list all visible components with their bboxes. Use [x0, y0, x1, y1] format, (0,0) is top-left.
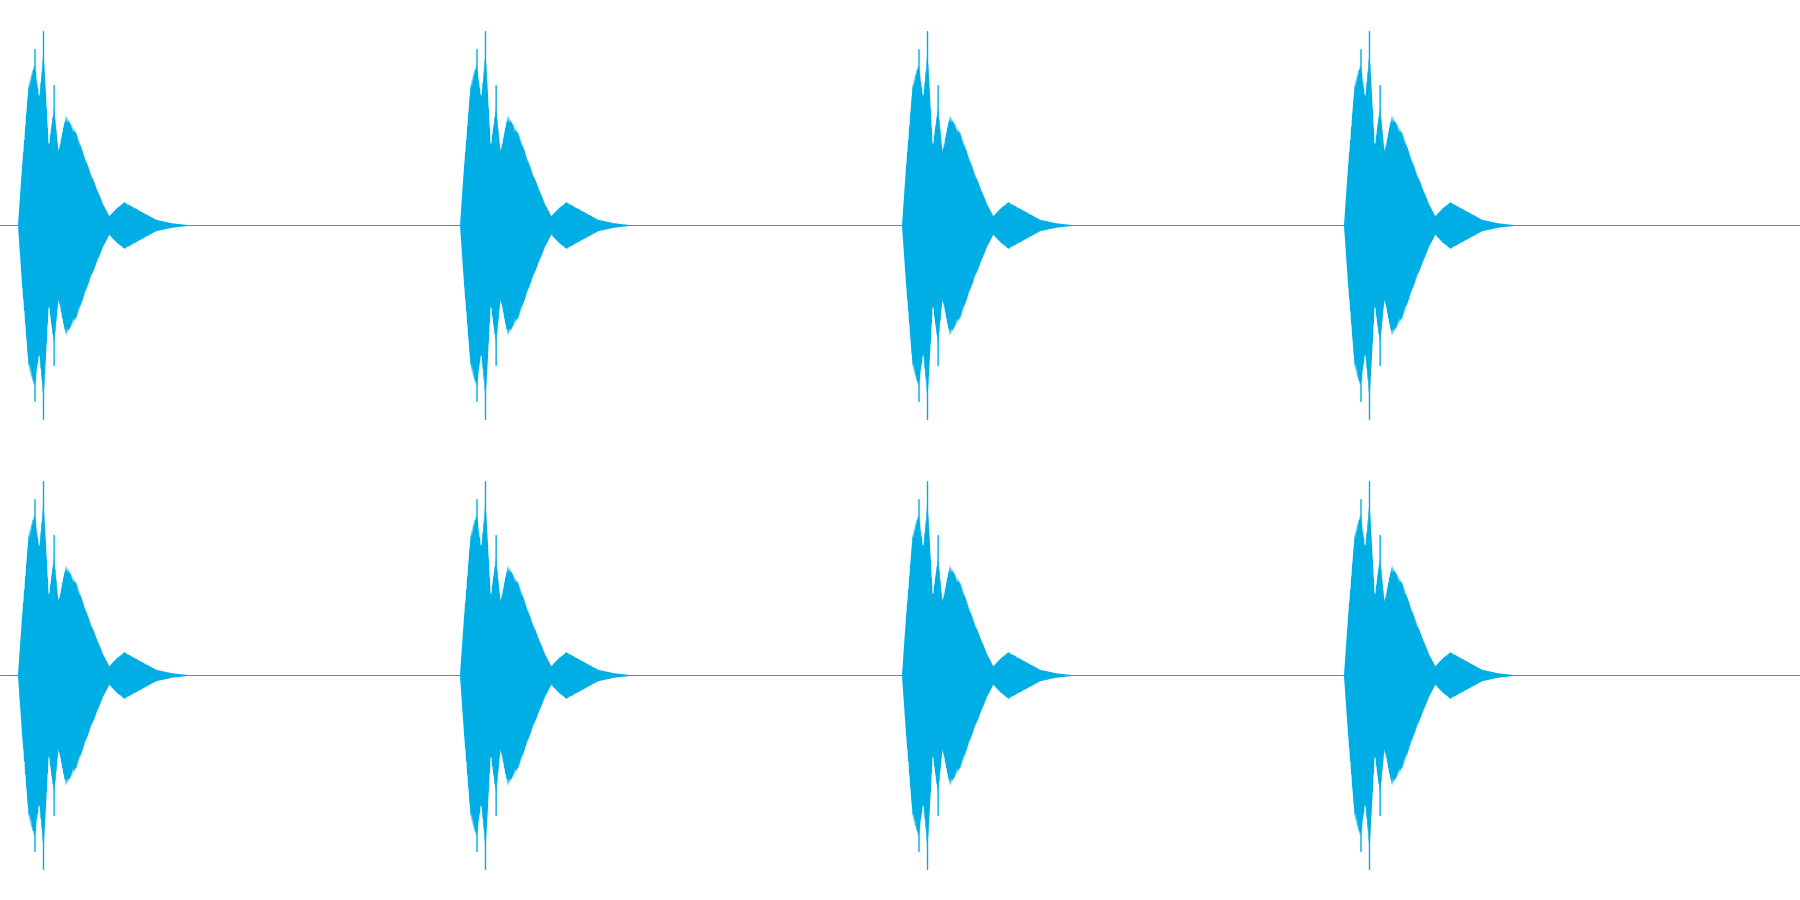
channel-1-pulse-4: [1344, 45, 1514, 406]
channel-1-pulse-3: [902, 45, 1072, 406]
channel-2-pulse-1: [18, 495, 188, 856]
channel-1-pulse-1: [18, 45, 188, 406]
channel-2-pulse-2: [460, 495, 630, 856]
channel-1-track[interactable]: [0, 31, 1800, 420]
channel-1-pulse-2: [460, 45, 630, 406]
channel-2-track[interactable]: [0, 481, 1800, 870]
channel-2-pulse-4: [1344, 495, 1514, 856]
channel-2-pulse-3: [902, 495, 1072, 856]
